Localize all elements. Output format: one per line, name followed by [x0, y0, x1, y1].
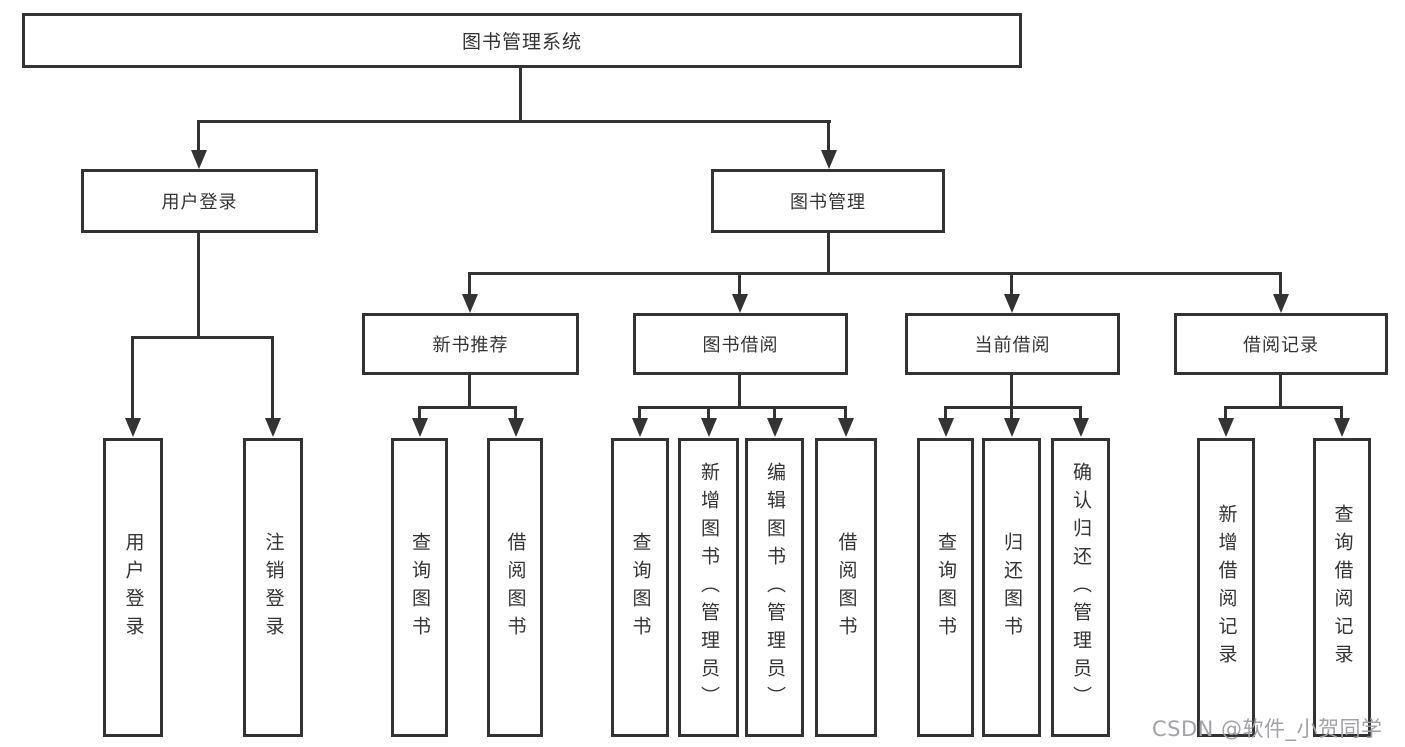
- leaf-label: 查询图书: [629, 531, 652, 644]
- connector-module-shaft: [1279, 272, 1282, 296]
- arrowhead-leaf: [701, 418, 717, 437]
- leaf-edit-books-admin: 编辑图书（管理员）: [745, 438, 804, 737]
- leaf-label: 注销登录: [262, 531, 285, 644]
- connector-leaf-shaft: [514, 406, 517, 420]
- arrowhead-module: [462, 294, 478, 313]
- leaf-return-books: 归还图书: [982, 438, 1041, 737]
- connector-leaf-shaft: [131, 336, 134, 420]
- arrowhead-leaf: [938, 418, 954, 437]
- connector-level2-rail: [198, 120, 831, 123]
- leaf-query-books: 查询图书: [917, 438, 974, 737]
- connector-leaf-shaft: [707, 406, 710, 420]
- connector-module-shaft: [1010, 272, 1013, 296]
- leaf-query-books: 查询图书: [611, 438, 669, 737]
- connector-book-borrow-drop: [738, 375, 741, 408]
- arrowhead-leaf: [265, 418, 281, 437]
- connector-module-shaft: [468, 272, 471, 296]
- arrowhead-leaf: [838, 418, 854, 437]
- leaf-label: 确认归还（管理员）: [1070, 461, 1092, 714]
- leaf-user-login: 用户登录: [103, 438, 163, 737]
- node-borrow-records: 借阅记录: [1174, 313, 1388, 375]
- arrowhead-user-login: [191, 150, 207, 169]
- connector-current-borrow-rail: [944, 406, 1082, 409]
- connector-borrow-records-rail: [1224, 406, 1343, 409]
- node-book-borrow: 图书借阅: [633, 313, 848, 375]
- connector-leaf-shaft: [773, 406, 776, 420]
- node-new-book-recommend: 新书推荐: [362, 313, 579, 375]
- leaf-add-borrow-record: 新增借阅记录: [1197, 438, 1255, 737]
- leaf-label: 查询图书: [409, 531, 431, 644]
- arrowhead-module: [732, 294, 748, 313]
- leaf-query-books: 查询图书: [391, 438, 448, 737]
- connector-user-login-drop: [197, 233, 200, 339]
- node-label: 新书推荐: [432, 335, 509, 356]
- arrowhead-leaf: [1073, 418, 1089, 437]
- arrowhead-leaf: [1218, 418, 1234, 437]
- connector-leaf-shaft: [1010, 406, 1013, 420]
- connector-new-book-rail: [418, 406, 517, 409]
- connector-borrow-records-drop: [1279, 375, 1282, 408]
- leaf-query-borrow-record: 查询借阅记录: [1313, 438, 1371, 737]
- arrowhead-leaf: [125, 418, 141, 437]
- connector-current-borrow-drop: [1010, 375, 1013, 408]
- connector-book-borrow-rail: [638, 406, 847, 409]
- node-label: 用户登录: [161, 192, 238, 213]
- leaf-label: 借阅图书: [504, 531, 527, 644]
- connector-leaf-shaft: [271, 336, 274, 420]
- arrowhead-leaf: [508, 418, 524, 437]
- arrowhead-module: [1273, 294, 1289, 313]
- leaf-borrow-books: 借阅图书: [487, 438, 543, 737]
- leaf-add-books-admin: 新增图书（管理员）: [678, 438, 739, 737]
- node-book-management: 图书管理: [711, 169, 945, 233]
- leaf-label: 查询借阅记录: [1331, 503, 1354, 672]
- connector-leaf-shaft: [844, 406, 847, 420]
- leaf-label: 用户登录: [122, 531, 145, 644]
- connector-leaf-shaft: [638, 406, 641, 420]
- connector-leaf-shaft: [1340, 406, 1343, 420]
- arrowhead-module: [1004, 294, 1020, 313]
- connector-user-login-rail: [131, 336, 274, 339]
- leaf-label: 新增图书（管理员）: [698, 461, 720, 714]
- leaf-label: 新增借阅记录: [1215, 503, 1238, 672]
- arrowhead-leaf: [1004, 418, 1020, 437]
- arrowhead-leaf: [632, 418, 648, 437]
- node-label: 图书管理系统: [461, 31, 582, 53]
- node-label: 图书管理: [790, 192, 866, 213]
- leaf-label: 借阅图书: [835, 531, 858, 644]
- leaf-logout: 注销登录: [243, 438, 303, 737]
- connector-module-shaft: [738, 272, 741, 296]
- leaf-label: 归还图书: [1001, 531, 1023, 644]
- node-label: 当前借阅: [974, 335, 1051, 356]
- connector-new-book-drop: [468, 375, 471, 408]
- leaf-label: 编辑图书（管理员）: [764, 461, 786, 714]
- connector-root-drop: [519, 68, 522, 120]
- connector-leaf-shaft: [1079, 406, 1082, 420]
- node-label: 图书借阅: [702, 335, 779, 356]
- node-current-borrow: 当前借阅: [905, 313, 1120, 375]
- arrowhead-leaf: [412, 418, 428, 437]
- connector-leaf-shaft: [944, 406, 947, 420]
- leaf-confirm-return-admin: 确认归还（管理员）: [1051, 438, 1110, 737]
- connector-leaf-shaft: [418, 406, 421, 420]
- arrowhead-leaf: [767, 418, 783, 437]
- connector-leaf-shaft: [1224, 406, 1227, 420]
- arrowhead-leaf: [1334, 418, 1350, 437]
- node-user-login: 用户登录: [81, 169, 318, 233]
- csdn-watermark: CSDN @软件_小贺同学: [1152, 717, 1383, 741]
- leaf-borrow-books: 借阅图书: [815, 438, 877, 737]
- node-library-management-system: 图书管理系统: [22, 13, 1022, 68]
- node-label: 借阅记录: [1243, 335, 1319, 356]
- connector-user-login-shaft: [197, 120, 200, 153]
- connector-book-mgmt-shaft: [827, 120, 830, 153]
- arrowhead-book-mgmt: [821, 150, 837, 169]
- connector-level3-rail: [468, 272, 1282, 275]
- leaf-label: 查询图书: [935, 531, 957, 644]
- connector-book-mgmt-drop: [827, 233, 830, 274]
